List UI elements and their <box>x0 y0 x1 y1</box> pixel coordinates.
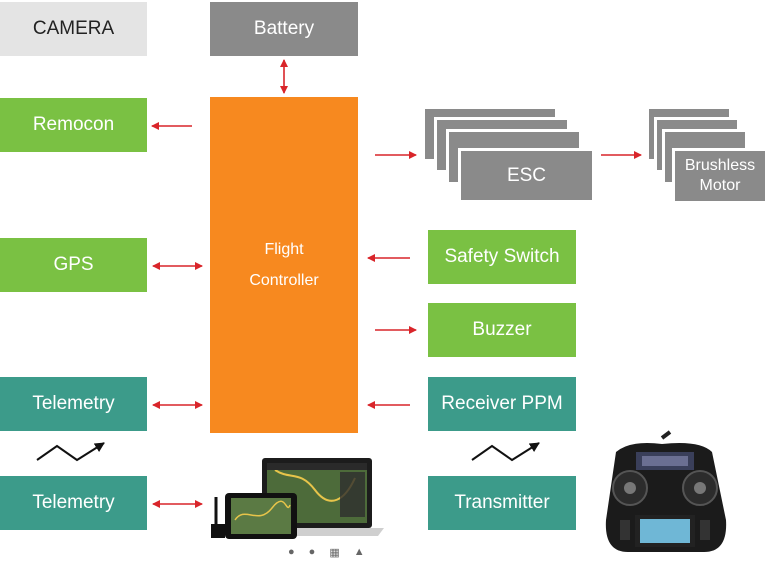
safety-switch-node: Safety Switch <box>428 230 576 284</box>
transmitter-label: Transmitter <box>454 492 550 513</box>
camera-label: CAMERA <box>32 18 115 39</box>
flight-controller-node: Flight Controller <box>210 97 358 433</box>
flight-controller-label-1: Flight <box>264 241 304 258</box>
platform-icons: ● ● ▦ ▲ <box>288 546 365 559</box>
motor-label-1: Brushless <box>684 157 756 174</box>
flight-controller-label-2: Controller <box>249 272 319 289</box>
windows-icon: ▦ <box>329 547 340 559</box>
esc-label: ESC <box>506 164 547 186</box>
safety-switch-label: Safety Switch <box>444 246 560 267</box>
wireless-link-icon <box>36 442 105 462</box>
telemetry-air-node: Telemetry <box>0 377 147 431</box>
motor-label-2: Motor <box>699 177 741 194</box>
battery-label: Battery <box>253 18 315 39</box>
buzzer-node: Buzzer <box>428 303 576 357</box>
receiver-ppm-node: Receiver PPM <box>428 377 576 431</box>
remocon-node: Remocon <box>0 98 147 152</box>
telemetry-air-label: Telemetry <box>32 393 115 414</box>
android-icon: ● <box>288 546 295 558</box>
gps-node: GPS <box>0 238 147 292</box>
telemetry-ground-node: Telemetry <box>0 476 147 530</box>
remocon-label: Remocon <box>32 114 115 135</box>
ground-station-icon <box>211 458 384 539</box>
brushless-motor-node: Brushless Motor <box>672 148 768 204</box>
wireless-link-icon <box>471 442 540 462</box>
rc-transmitter-icon <box>605 430 727 552</box>
camera-node: CAMERA <box>0 2 147 56</box>
linux-icon: ▲ <box>353 546 365 558</box>
transmitter-node: Transmitter <box>428 476 576 530</box>
buzzer-label: Buzzer <box>472 319 532 340</box>
receiver-ppm-label: Receiver PPM <box>441 393 563 414</box>
telemetry-ground-label: Telemetry <box>32 492 115 513</box>
gps-label: GPS <box>53 254 94 275</box>
battery-node: Battery <box>210 2 358 56</box>
apple-icon: ● <box>308 546 316 558</box>
esc-node: ESC <box>458 148 595 203</box>
